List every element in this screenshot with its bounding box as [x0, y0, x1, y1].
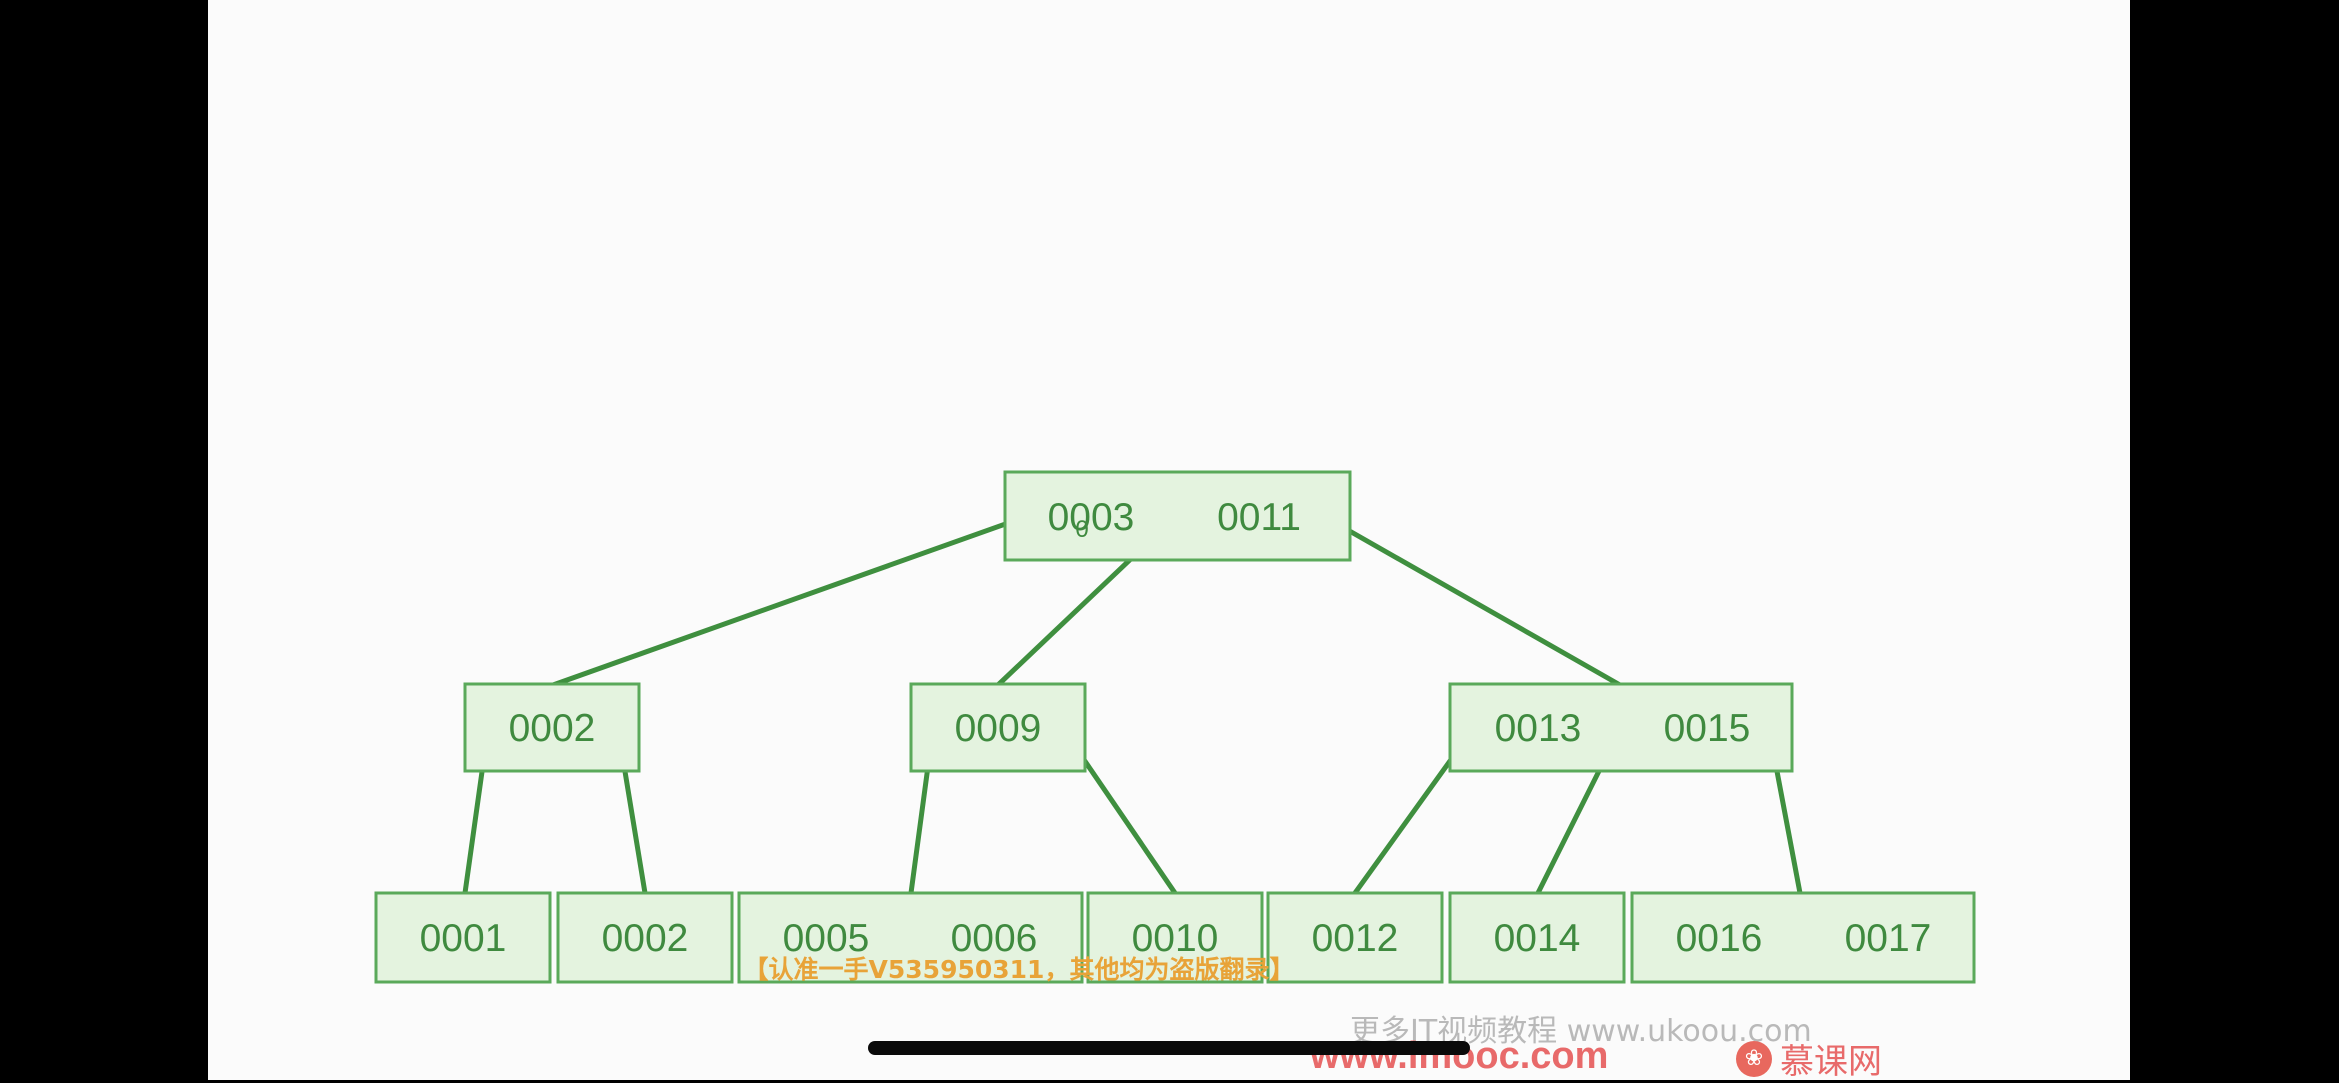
- edge-root-to-0002: [550, 514, 1028, 688]
- video-frame: 0003 0011 0 0002 0009 0013 0015 0001 000…: [208, 0, 2130, 1080]
- leaf-node-0016-0017: 0016 0017: [1630, 891, 1976, 984]
- level1-node-0002: 0002: [463, 682, 641, 773]
- node-key: 0002: [602, 917, 689, 960]
- leaf-node-0002: 0002: [556, 891, 734, 984]
- brand-name: 慕课网: [1780, 1042, 1882, 1082]
- node-key: 0015: [1664, 707, 1751, 750]
- level1-node-0013-0015: 0013 0015: [1448, 682, 1794, 773]
- leaf-node-0012: 0012: [1266, 891, 1444, 984]
- leaf-node-0005-0006: 0005 0006: [737, 891, 1084, 984]
- home-indicator[interactable]: [868, 1041, 1470, 1055]
- flame-icon: ❀: [1736, 1040, 1772, 1077]
- leaf-node-0010: 0010: [1086, 891, 1264, 984]
- node-key: 0009: [955, 707, 1042, 750]
- watermark-caption: 【认准一手V535950311，其他均为盗版翻录】: [743, 955, 1295, 984]
- node-key: 0013: [1495, 707, 1582, 750]
- leaf-node-0001: 0001: [374, 891, 552, 984]
- brand-logo: ❀ 慕课网: [1736, 1034, 1882, 1083]
- node-key: 0017: [1845, 917, 1932, 960]
- edge-root-to-0013-0015: [1322, 514, 1623, 688]
- node-key: 0014: [1494, 917, 1581, 960]
- root-key-1: 0003: [1048, 496, 1135, 539]
- node-key: 0001: [420, 917, 507, 960]
- root-key-2: 0011: [1217, 496, 1301, 539]
- root-node: 0003 0011 0: [1003, 470, 1352, 562]
- node-key: 0016: [1676, 917, 1763, 960]
- leaf-node-0014: 0014: [1448, 891, 1626, 984]
- node-key: 0010: [1132, 917, 1219, 960]
- node-key: 0006: [951, 917, 1038, 960]
- node-key: 0002: [509, 707, 596, 750]
- node-key: 0005: [783, 917, 870, 960]
- b-tree-diagram: 0003 0011 0 0002 0009 0013 0015 0001 000…: [374, 470, 1976, 984]
- node-key: 0012: [1312, 917, 1399, 960]
- cursor-mark: 0: [1075, 516, 1088, 543]
- level1-node-0009: 0009: [909, 682, 1087, 773]
